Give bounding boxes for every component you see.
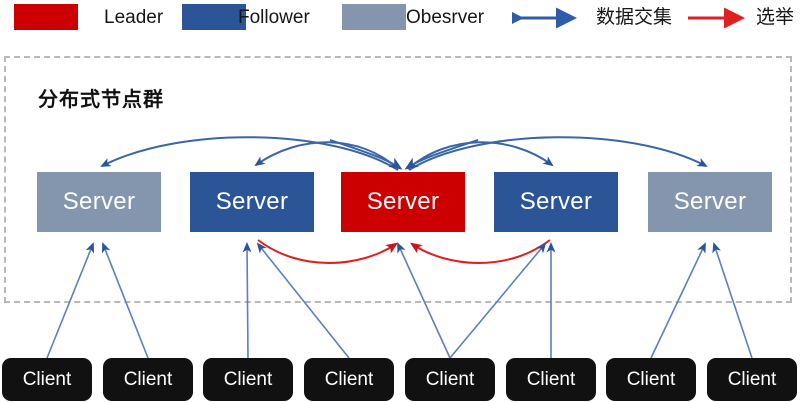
client-node-8[interactable]: Client <box>707 358 797 401</box>
client-node-7[interactable]: Client <box>606 358 696 401</box>
data-exchange-arrow-icon <box>512 7 577 29</box>
client-node-5[interactable]: Client <box>405 358 495 401</box>
client-label: Client <box>626 368 676 390</box>
legend-swatch-follower <box>182 4 246 30</box>
legend-swatch-observer <box>342 4 406 30</box>
server-node-leader[interactable]: Server <box>341 172 465 232</box>
client-label: Client <box>123 368 173 390</box>
client-node-6[interactable]: Client <box>506 358 596 401</box>
server-node-observer-right[interactable]: Server <box>648 172 772 232</box>
legend-label-election: 选举 <box>756 7 795 28</box>
server-node-follower-right[interactable]: Server <box>494 172 618 232</box>
legend-label-follower: Follower <box>238 7 310 28</box>
client-label: Client <box>425 368 475 390</box>
server-label: Server <box>62 188 136 215</box>
client-label: Client <box>22 368 72 390</box>
client-label: Client <box>223 368 273 390</box>
legend: Leader Follower Obesrver 数据交集 <box>0 0 800 50</box>
cluster-title: 分布式节点群 <box>38 89 164 111</box>
client-node-2[interactable]: Client <box>103 358 193 401</box>
client-node-1[interactable]: Client <box>2 358 92 401</box>
client-label: Client <box>324 368 374 390</box>
server-node-observer-left[interactable]: Server <box>37 172 161 232</box>
legend-label-observer: Obesrver <box>406 7 485 28</box>
server-label: Server <box>673 188 747 215</box>
client-label: Client <box>727 368 777 390</box>
server-node-follower-left[interactable]: Server <box>190 172 314 232</box>
legend-label-leader: Leader <box>104 7 164 28</box>
server-label: Server <box>519 188 593 215</box>
legend-swatch-leader <box>14 4 78 30</box>
client-node-3[interactable]: Client <box>203 358 293 401</box>
legend-label-data-exchange: 数据交集 <box>596 7 673 28</box>
server-label: Server <box>215 188 289 215</box>
client-label: Client <box>526 368 576 390</box>
election-arrow-icon <box>688 7 745 29</box>
client-node-4[interactable]: Client <box>304 358 394 401</box>
server-label: Server <box>366 188 440 215</box>
